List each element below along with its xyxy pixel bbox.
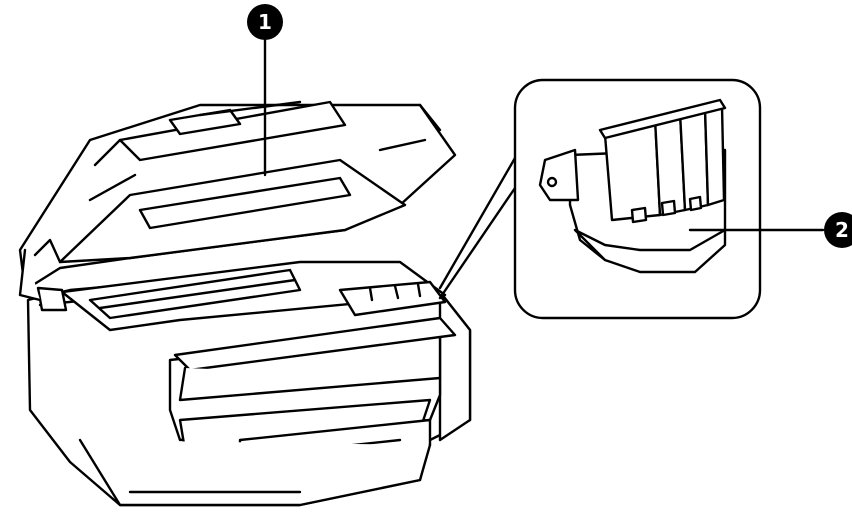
scanner-unit [18, 100, 457, 302]
print-head-and-cartridges [538, 98, 727, 274]
inset-connector-line-lower [438, 186, 517, 300]
callout-1-label: 1 [258, 10, 272, 34]
callout-1: 1 [247, 4, 283, 40]
callout-2-label: 2 [835, 218, 849, 242]
printer-body [26, 260, 472, 507]
inset-connector-line-upper [438, 156, 517, 290]
callout-2: 2 [824, 212, 852, 248]
